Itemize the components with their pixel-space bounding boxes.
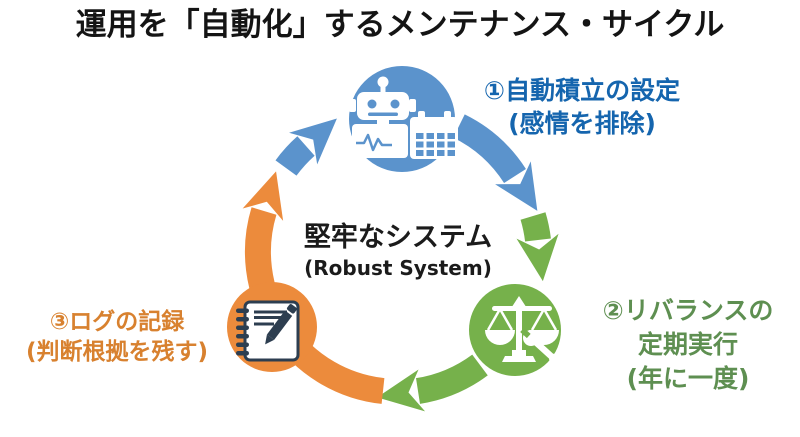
center-label: 堅牢なシステム (Robust System) <box>286 221 510 281</box>
step1-label: ①自動積立の設定 (感情を排除) <box>458 74 706 140</box>
step3-node <box>227 282 317 372</box>
page-title: 運用を「自動化」するメンテナンス・サイクル <box>75 7 725 43</box>
step3-label-line2: (判断根拠を残す) <box>25 339 209 365</box>
step2-label-line3: (年に一度) <box>626 364 750 393</box>
center-label-subheading: (Robust System) <box>304 256 492 280</box>
step2-label: ②リバランスの 定期実行 (年に一度) <box>580 294 796 396</box>
step2-label-line1: ②リバランスの <box>602 296 774 325</box>
step3-label-line1: ③ログの記録 <box>49 309 185 335</box>
step2-node <box>469 284 561 376</box>
robot-calendar-icon <box>349 76 458 159</box>
step1-label-line2: (感情を排除) <box>508 109 656 138</box>
step1-label-line1: ①自動積立の設定 <box>483 76 681 105</box>
step1-node <box>349 66 458 172</box>
arrow-into-scales <box>516 212 559 282</box>
notebook-pen-icon <box>236 300 300 362</box>
arrow-robot-to-scales <box>452 114 538 211</box>
arrow-into-robot <box>275 118 337 176</box>
step2-label-line2: 定期実行 <box>637 330 738 359</box>
balance-scale-wrench-icon <box>485 296 560 364</box>
arrow-scales-to-notebook <box>377 354 488 412</box>
center-label-heading: 堅牢なシステム <box>303 222 493 253</box>
step3-label: ③ログの記録 (判断根拠を残す) <box>0 307 234 367</box>
